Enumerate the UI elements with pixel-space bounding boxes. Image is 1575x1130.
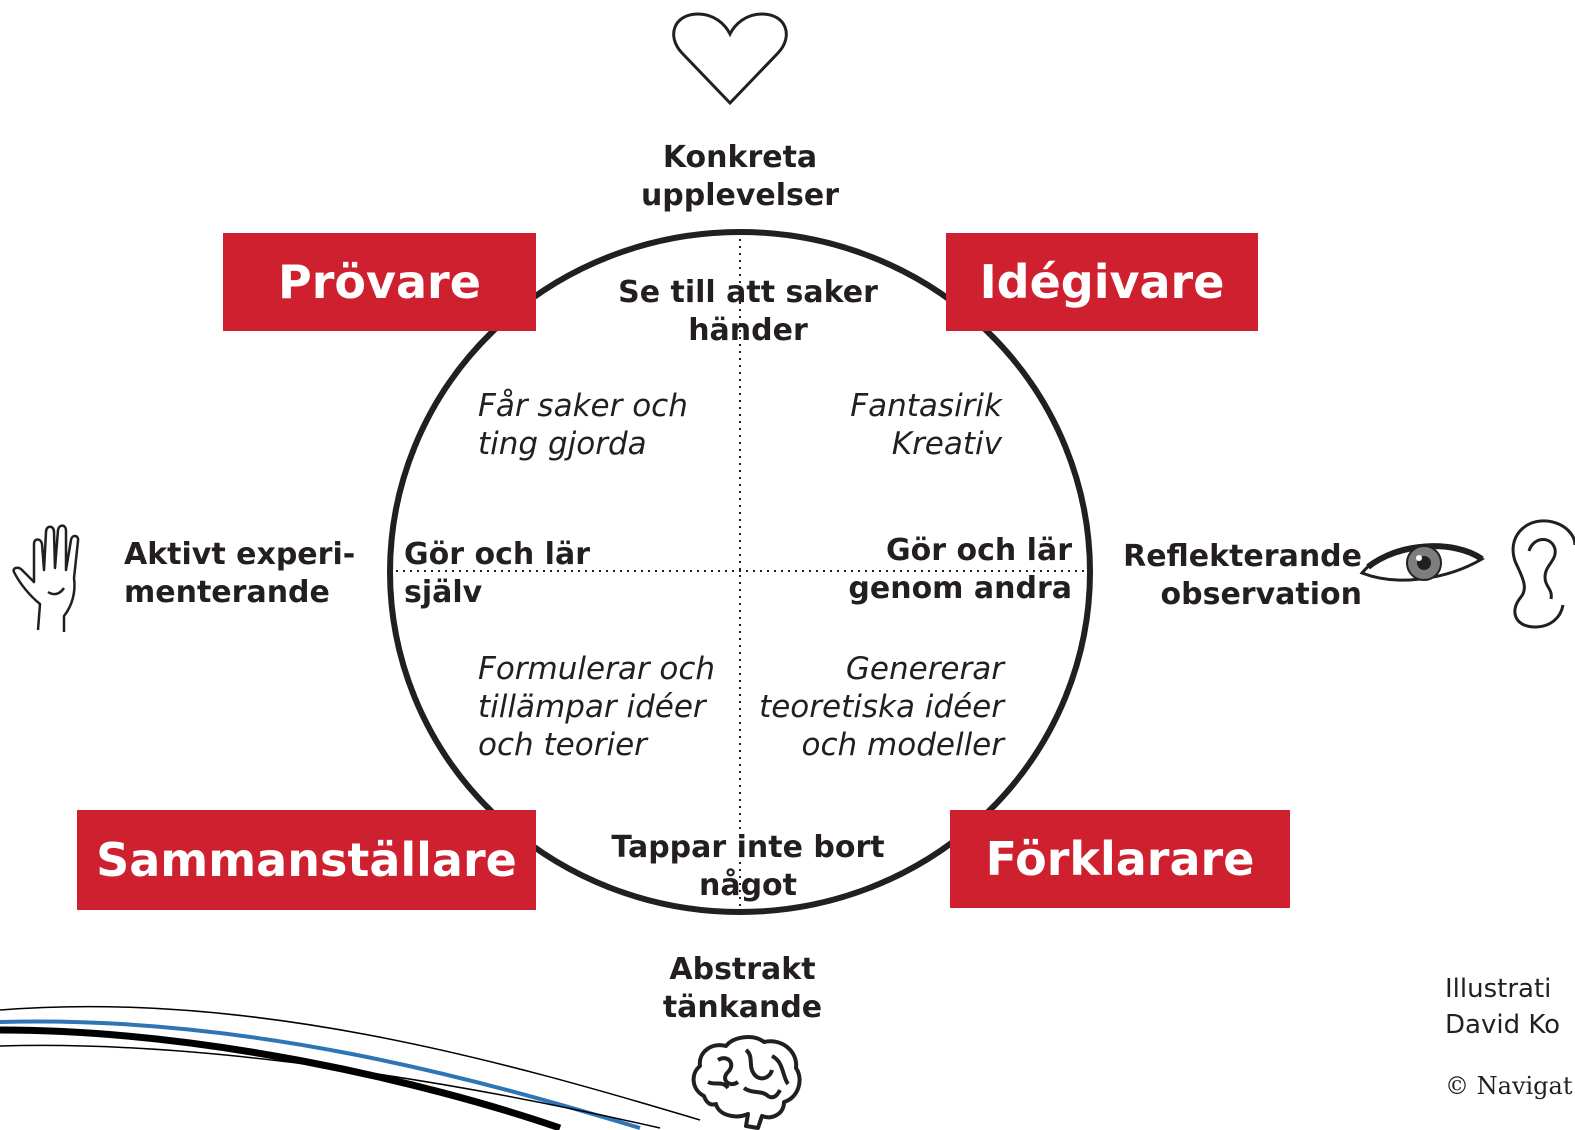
- inside-right-label: Gör och lär genom andra: [848, 533, 1072, 606]
- style-box-sammanstallare: Sammanställare: [77, 810, 536, 910]
- quadrant-top-right-text: Fantasirik Kreativ: [850, 388, 1002, 462]
- copyright-text: © Navigat: [1445, 1072, 1573, 1100]
- inside-top-label: Se till att saker händer: [618, 275, 878, 348]
- quadrant-bottom-left-text: Formulerar och tillämpar idéer och teori…: [478, 651, 716, 763]
- inside-left-label: Gör och lär själv: [404, 537, 590, 610]
- heart-icon: [672, 12, 788, 106]
- inside-bottom-label: Tappar inte bort något: [611, 830, 885, 903]
- pole-left-label: Aktivt experi-menterande: [124, 537, 356, 610]
- style-box-forklarare: Förklarare: [950, 810, 1290, 908]
- pole-right-label: Reflekterande observation: [1123, 539, 1362, 612]
- hand-icon: [12, 524, 80, 632]
- quadrant-bottom-right-text: Genererar teoretiska idéer och modeller: [759, 651, 1004, 763]
- quadrant-top-left-text: Får saker och ting gjorda: [478, 388, 688, 462]
- eye-icon: [1359, 543, 1485, 582]
- brain-icon: [691, 1035, 802, 1130]
- style-box-provare: Prövare: [223, 233, 536, 331]
- style-box-idegivare: Idégivare: [946, 233, 1258, 331]
- ear-icon: [1511, 519, 1575, 629]
- credit-line-1: Illustrati: [1445, 974, 1552, 1004]
- pole-bottom-label: Abstrakt tänkande: [662, 952, 823, 1025]
- pole-top-label: Konkreta upplevelser: [640, 140, 840, 213]
- credit-line-2: David Ko: [1445, 1010, 1560, 1040]
